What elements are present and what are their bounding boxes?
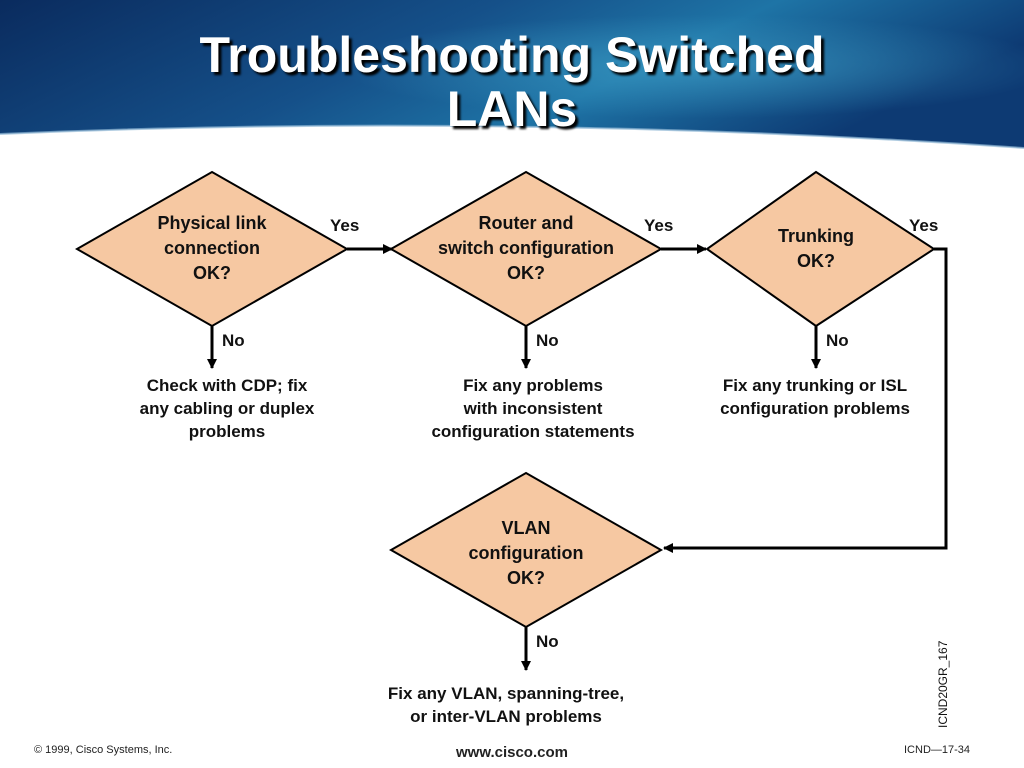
- header-banner: Troubleshooting Switched LANs: [0, 0, 1024, 165]
- decision-label-physical-link: Physical link connection OK?: [112, 211, 312, 286]
- action-text-line: any cabling or duplex: [139, 399, 315, 418]
- decision-text-line: Router and: [478, 213, 574, 233]
- no-label-1: No: [222, 331, 245, 350]
- footer-url: www.cisco.com: [456, 744, 568, 761]
- figure-id: ICND20GR_167: [936, 640, 950, 728]
- no-label-4: No: [536, 632, 559, 651]
- header-background: [0, 0, 1024, 149]
- decision-label-trunking: Trunking OK?: [746, 224, 886, 274]
- yes-arrow-3: [663, 247, 948, 553]
- yes-label-2: Yes: [644, 216, 674, 235]
- action-text-line: Check with CDP; fix: [146, 376, 308, 395]
- yes-label-3: Yes: [909, 216, 939, 235]
- decision-text-line: VLAN: [501, 518, 551, 538]
- footer-page-number: ICND—17-34: [904, 744, 971, 756]
- action-text-line: configuration statements: [431, 422, 635, 441]
- action-text-line: with inconsistent: [463, 399, 603, 418]
- action-text-trunking: Fix any trunking or ISL configuration pr…: [690, 374, 940, 420]
- decision-text-line: Physical link: [157, 213, 267, 233]
- decision-text-line: switch configuration: [437, 238, 614, 258]
- decision-text-line: Trunking: [778, 226, 854, 246]
- action-text-physical-link: Check with CDP; fix any cabling or duple…: [97, 374, 357, 443]
- action-text-router-switch: Fix any problems with inconsistent confi…: [393, 374, 673, 443]
- footer-copyright: © 1999, Cisco Systems, Inc.: [34, 744, 173, 756]
- action-text-vlan: Fix any VLAN, spanning-tree, or inter-VL…: [356, 682, 656, 728]
- decision-text-line: OK?: [507, 263, 545, 283]
- action-text-line: or inter-VLAN problems: [410, 707, 602, 726]
- no-label-3: No: [826, 331, 849, 350]
- decision-text-line: OK?: [193, 263, 231, 283]
- slide-title-line-2: LANs: [446, 81, 578, 137]
- decision-label-router-switch: Router and switch configuration OK?: [411, 211, 641, 286]
- action-text-line: configuration problems: [720, 399, 910, 418]
- action-text-line: Fix any trunking or ISL: [722, 376, 908, 395]
- action-text-line: Fix any VLAN, spanning-tree,: [387, 684, 625, 703]
- decision-text-line: configuration: [468, 543, 584, 563]
- action-text-line: Fix any problems: [463, 376, 603, 395]
- decision-text-line: OK?: [507, 568, 545, 588]
- decision-label-vlan: VLAN configuration OK?: [441, 516, 611, 591]
- slide-title-line-1: Troubleshooting Switched: [199, 27, 825, 83]
- decision-text-line: OK?: [797, 251, 835, 271]
- slide-title: Troubleshooting Switched LANs: [0, 28, 1024, 136]
- yes-label-1: Yes: [330, 216, 360, 235]
- action-text-line: problems: [188, 422, 266, 441]
- decision-text-line: connection: [163, 238, 260, 258]
- no-label-2: No: [536, 331, 559, 350]
